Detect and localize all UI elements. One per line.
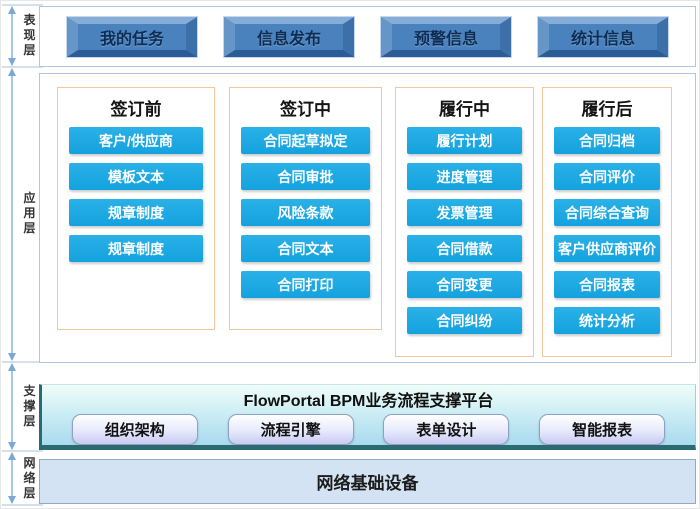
layer-label-support: 支撑层 xyxy=(22,384,36,430)
app-module-button[interactable]: 规章制度 xyxy=(69,235,203,262)
my-tasks-button[interactable]: 我的任务 xyxy=(67,16,197,57)
app-module-button[interactable]: 合同报表 xyxy=(554,271,660,298)
statistics-info-button[interactable]: 统计信息 xyxy=(538,16,668,57)
support-buttons-row: 组织架构 流程引擎 表单设计 智能报表 xyxy=(42,414,695,445)
column-title: 履行后 xyxy=(581,100,633,119)
layer-label-network: 网络层 xyxy=(22,456,36,502)
network-infrastructure-bar: 网络基础设备 xyxy=(39,459,696,504)
column-pre-signing: 签订前 客户/供应商 模板文本 规章制度 规章制度 xyxy=(57,87,215,330)
app-module-button[interactable]: 合同起草拟定 xyxy=(241,127,370,154)
app-module-button[interactable]: 客户/供应商 xyxy=(69,127,203,154)
layer-label-presentation: 表现层 xyxy=(22,13,36,59)
app-module-button[interactable]: 合同打印 xyxy=(241,271,370,298)
app-module-button[interactable]: 合同审批 xyxy=(241,163,370,190)
application-panel: 签订前 客户/供应商 模板文本 规章制度 规章制度 签订中 合同起草拟定 合同审… xyxy=(39,73,696,363)
app-module-button[interactable]: 进度管理 xyxy=(407,163,522,190)
app-module-button[interactable]: 履行计划 xyxy=(407,127,522,154)
network-infrastructure-label: 网络基础设备 xyxy=(316,474,419,493)
column-post-performance: 履行后 合同归档 合同评价 合同综合查询 客户供应商评价 合同报表 统计分析 xyxy=(542,87,672,357)
app-module-button[interactable]: 合同综合查询 xyxy=(554,199,660,226)
presentation-panel: 我的任务 信息发布 预警信息 统计信息 xyxy=(39,6,696,67)
my-tasks-label: 我的任务 xyxy=(99,30,164,48)
info-publish-label: 信息发布 xyxy=(256,30,321,48)
app-module-button[interactable]: 合同文本 xyxy=(241,235,370,262)
column-title: 履行中 xyxy=(439,100,490,119)
support-platform-title: FlowPortal BPM业务流程支撑平台 xyxy=(243,393,494,410)
support-panel: FlowPortal BPM业务流程支撑平台 组织架构 流程引擎 表单设计 智能… xyxy=(39,384,696,450)
column-title: 签订前 xyxy=(110,100,162,119)
app-module-button[interactable]: 模板文本 xyxy=(69,163,203,190)
alert-info-button[interactable]: 预警信息 xyxy=(381,16,511,57)
column-performing: 履行中 履行计划 进度管理 发票管理 合同借款 合同变更 合同纠纷 xyxy=(395,87,534,357)
info-publish-button[interactable]: 信息发布 xyxy=(224,16,354,57)
app-module-button[interactable]: 合同归档 xyxy=(554,127,660,154)
alert-info-label: 预警信息 xyxy=(413,30,478,48)
smart-report-button[interactable]: 智能报表 xyxy=(539,414,666,445)
app-module-button[interactable]: 客户供应商评价 xyxy=(554,235,660,262)
column-title: 签订中 xyxy=(280,100,331,119)
layer-dimension-arrows-icon xyxy=(2,4,43,506)
process-engine-button[interactable]: 流程引擎 xyxy=(227,414,354,445)
layer-gutter: 表现层 应用层 支撑层 网络层 xyxy=(1,1,45,508)
layer-label-application: 应用层 xyxy=(22,191,36,237)
form-design-button[interactable]: 表单设计 xyxy=(383,414,510,445)
app-module-button[interactable]: 合同评价 xyxy=(554,163,660,190)
app-module-button[interactable]: 合同变更 xyxy=(407,271,522,298)
app-module-button[interactable]: 合同纠纷 xyxy=(407,307,522,334)
app-module-button[interactable]: 统计分析 xyxy=(554,307,660,334)
app-module-button[interactable]: 发票管理 xyxy=(407,199,522,226)
app-module-button[interactable]: 合同借款 xyxy=(407,235,522,262)
app-module-button[interactable]: 规章制度 xyxy=(69,199,203,226)
column-signing: 签订中 合同起草拟定 合同审批 风险条款 合同文本 合同打印 xyxy=(229,87,382,330)
statistics-info-label: 统计信息 xyxy=(570,30,635,48)
app-module-button[interactable]: 风险条款 xyxy=(241,199,370,226)
org-structure-button[interactable]: 组织架构 xyxy=(71,414,198,445)
